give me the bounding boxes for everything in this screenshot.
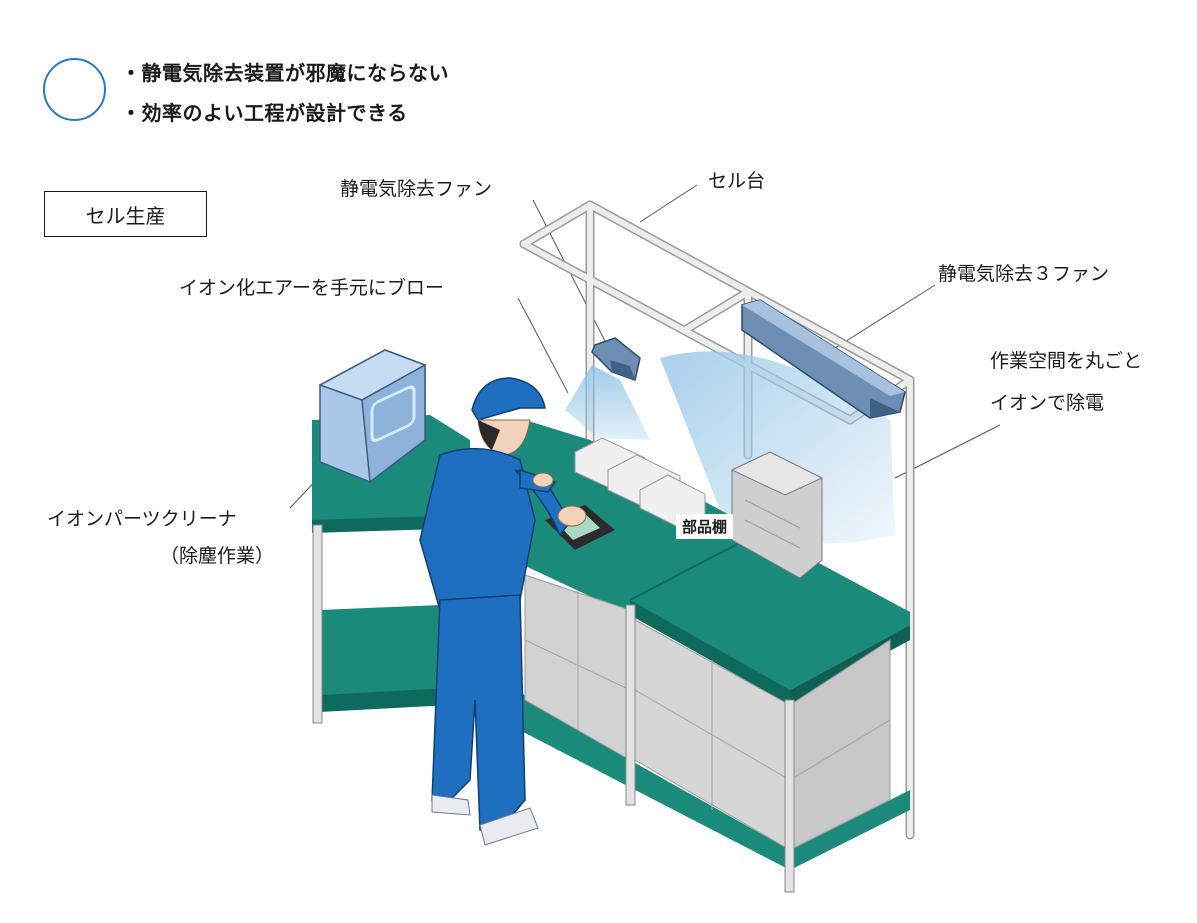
callout-three-fan: 静電気除去３ファン xyxy=(938,263,1110,285)
callout-workspace-line2: イオンで除電 xyxy=(990,392,1105,414)
worker-figure xyxy=(419,377,587,846)
scene-title-box: セル生産 xyxy=(44,191,207,237)
scene-title: セル生産 xyxy=(85,203,166,228)
ion-air-blow xyxy=(565,365,650,440)
benefit-point-2: ・効率のよい工程が設計できる xyxy=(121,101,408,125)
callout-parts-cleaner-line2: （除塵作業） xyxy=(160,545,275,567)
callout-static-elimination-fan: 静電気除去ファン xyxy=(340,178,493,200)
static-elimination-fan xyxy=(591,337,641,381)
callout-parts-cleaner-line1: イオンパーツクリーナ xyxy=(47,508,237,530)
parts-bins xyxy=(574,437,706,529)
ion-parts-cleaner xyxy=(318,349,427,484)
circle-mark-icon xyxy=(43,58,106,121)
callout-workspace-line1: 作業空間を丸ごと xyxy=(990,350,1143,372)
three-fan-unit xyxy=(741,299,906,419)
callout-ion-air-blow: イオン化エアーを手元にブロー xyxy=(179,277,444,299)
callout-cell-table: セル台 xyxy=(708,170,766,192)
main-workbench xyxy=(470,420,910,893)
benefit-point-1: ・静電気除去装置が邪魔にならない xyxy=(121,61,449,85)
parts-shelf-label: 部品棚 xyxy=(676,514,734,539)
ion-field-large xyxy=(660,351,895,544)
parts-shelf-unit xyxy=(730,451,824,579)
